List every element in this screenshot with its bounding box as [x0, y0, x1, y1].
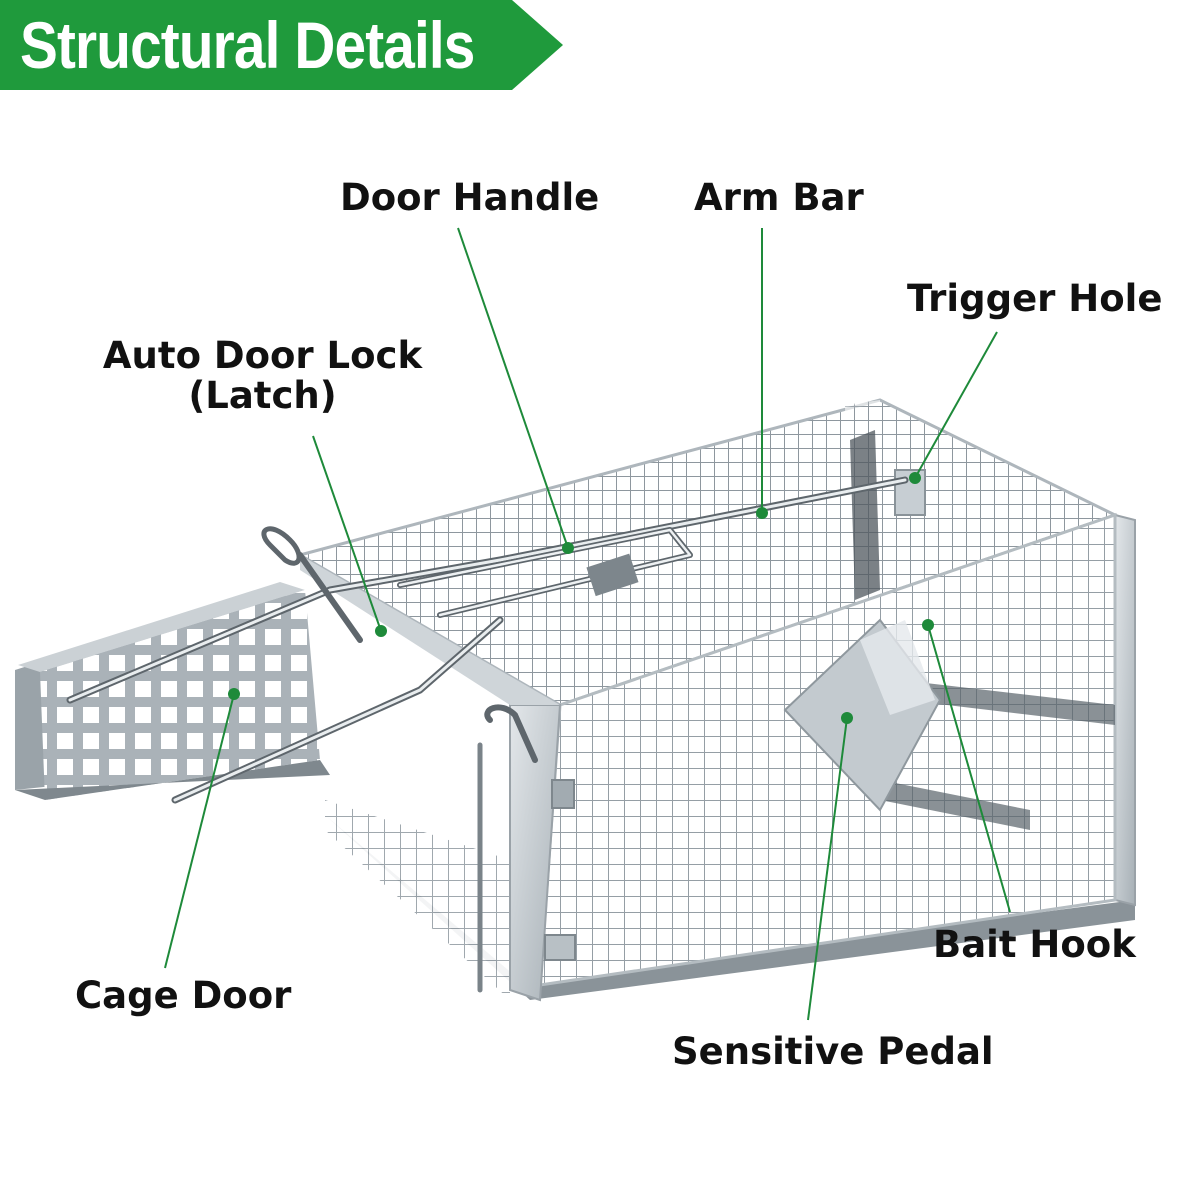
label-door-handle: Door Handle: [340, 176, 600, 219]
label-arm-bar: Arm Bar: [694, 176, 864, 219]
label-bait-hook: Bait Hook: [933, 923, 1136, 966]
label-sensitive-pedal: Sensitive Pedal: [672, 1030, 994, 1073]
bait-hook-dot: [922, 619, 934, 631]
label-auto-door-lock: Auto Door Lock (Latch): [90, 336, 435, 416]
label-auto-door-lock-line2: (Latch): [188, 374, 337, 417]
wire-arms: [66, 476, 909, 993]
cage-door-dot: [228, 688, 240, 700]
title-banner: [0, 0, 563, 90]
arm-bar-dot: [756, 507, 768, 519]
label-auto-door-lock-line1: Auto Door Lock: [102, 334, 423, 377]
sensitive-pedal-dot: [841, 712, 853, 724]
door-handle-dot: [562, 542, 574, 554]
trigger-hole-dot: [909, 472, 921, 484]
auto-door-lock-dot: [375, 625, 387, 637]
label-trigger-hole: Trigger Hole: [907, 277, 1163, 320]
page-title: Structural Details: [20, 8, 475, 82]
label-cage-door: Cage Door: [75, 974, 292, 1017]
